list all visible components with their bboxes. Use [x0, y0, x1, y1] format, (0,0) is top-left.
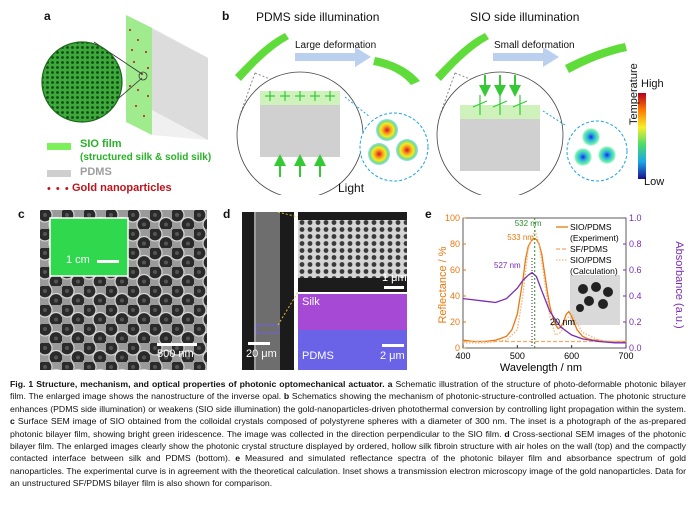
- strip-flat-left: [235, 33, 289, 81]
- x-tick-label: 400: [455, 351, 470, 361]
- c-inset-scale: 1 cm: [66, 254, 90, 266]
- d-left-scale: 20 μm: [246, 348, 277, 360]
- c-scalebar: [157, 343, 197, 346]
- panel-c-sem: [40, 210, 207, 370]
- figure-caption: Fig. 1 Structure, mechanism, and optical…: [10, 378, 686, 490]
- d-pdms-label: PDMS: [302, 350, 334, 362]
- colorbar-low: Low: [644, 176, 665, 188]
- gold-nanoparticle-dots: [129, 29, 149, 117]
- caption-d-label: d: [504, 428, 510, 439]
- y-left-tick-label: 60: [450, 265, 460, 275]
- caption-title: Fig. 1 Structure, mechanism, and optical…: [10, 379, 385, 389]
- panel-label-c: c: [18, 207, 25, 221]
- c-scale: 500 nm: [157, 348, 194, 360]
- series-line-sio-pdms-experiment-: [462, 238, 626, 343]
- y-left-tick-label: 40: [450, 291, 460, 301]
- panel-a-schematic: [41, 15, 208, 140]
- caption-b-label: b: [283, 391, 290, 402]
- y-right-tick-label: 0.0: [629, 343, 642, 353]
- panel-label-d: d: [223, 207, 231, 221]
- d-top-scale: 1 μm: [382, 272, 407, 284]
- x-tick-label: 600: [564, 351, 579, 361]
- d-bottom-scale: 2 μm: [380, 350, 405, 362]
- y-right-tick-label: 1.0: [629, 213, 642, 223]
- y-left-tick-label: 100: [445, 213, 460, 223]
- panel-b-schematic: [235, 33, 646, 195]
- legend-sio-detail: (structured silk & solid silk): [80, 152, 212, 163]
- y-left-tick-label: 0: [455, 343, 460, 353]
- b-right-title: SIO side illumination: [470, 10, 580, 24]
- y-left-tick-label: 80: [450, 239, 460, 249]
- legend-entry: SIO/PDMS: [570, 222, 612, 232]
- legend-entry: SIO/PDMS: [570, 255, 612, 265]
- b-left-title: PDMS side illumination: [256, 10, 380, 24]
- d-top-scalebar: [384, 286, 404, 289]
- annot-527: 527 nm: [494, 261, 521, 270]
- legend-swatch-pdms: [47, 170, 71, 177]
- caption-e-text: Measured and simulated reflectance spect…: [10, 453, 686, 489]
- caption-e-label: e: [235, 453, 241, 464]
- c-inset-scalebar: [97, 260, 119, 263]
- x-tick-label: 700: [618, 351, 633, 361]
- annot-533: 533 nm: [507, 233, 534, 242]
- caption-a-text: Schematic illustration of the structure …: [10, 379, 686, 402]
- d-bottom-scalebar: [382, 344, 404, 347]
- y-right-tick-label: 0.6: [629, 265, 642, 275]
- legend-entry: SF/PDMS: [570, 244, 608, 254]
- e-ylabel-left: Reflectance / %: [437, 246, 449, 323]
- panel-label-b: b: [222, 9, 230, 23]
- green-film-inset: [49, 217, 129, 277]
- strip-bent-left: [373, 57, 420, 85]
- panel-label-a: a: [44, 9, 51, 23]
- y-right-tick-label: 0.4: [629, 291, 642, 301]
- inverse-opal-magnified: [41, 41, 123, 123]
- legend-pdms: PDMS: [80, 166, 112, 178]
- b-light-label: Light: [338, 181, 365, 195]
- y-left-tick-label: 20: [450, 317, 460, 327]
- e-ylabel-right: Absorbance (a.u.): [673, 241, 685, 328]
- legend-gold-dots: • • •: [47, 183, 70, 195]
- panel-e-chart: 400 500 600 700 0 20 40 60 80 100 0.0 0.2 0.4 0.6 0.8 1…: [437, 213, 685, 374]
- legend-entry: (Calculation): [570, 266, 618, 276]
- series-line-absorbance: [462, 271, 626, 344]
- legend-sio-film: SIO film: [80, 138, 122, 150]
- legend-swatch-sio: [47, 143, 71, 150]
- strip-bent-right: [565, 43, 627, 73]
- caption-a-label: a: [387, 379, 393, 389]
- d-left-scalebar: [248, 342, 270, 345]
- b-right-arrow-label: Small deformation: [494, 40, 575, 51]
- e-xlabel: Wavelength / nm: [500, 362, 582, 374]
- colorbar-title: Temperature: [628, 63, 640, 125]
- colorbar-high: High: [641, 78, 664, 90]
- y-right-tick-label: 0.2: [629, 317, 642, 327]
- annot-532: 532 nm: [515, 219, 542, 228]
- right-heat-zoom: [566, 120, 628, 182]
- arrow-small-deformation: [493, 47, 559, 67]
- caption-b-text: Schematics showing the mechanism of phot…: [10, 391, 686, 414]
- y-right-tick-label: 0.8: [629, 239, 642, 249]
- legend-gold: Gold nanoparticles: [72, 182, 172, 194]
- caption-d-text: Cross-sectional SEM images of the photon…: [10, 428, 686, 464]
- caption-c-label: c: [10, 416, 15, 427]
- temperature-colorbar: [638, 93, 646, 179]
- caption-c-text: Surface SEM image of SIO obtained from t…: [10, 416, 686, 439]
- panel-label-e: e: [425, 207, 432, 221]
- tem-particles: [576, 282, 613, 312]
- x-tick-label: 500: [510, 351, 525, 361]
- tem-scale-label: 20 nm: [550, 317, 575, 327]
- arrow-large-deformation: [295, 47, 371, 67]
- b-left-arrow-label: Large deformation: [295, 40, 377, 51]
- strip-flat-right: [435, 33, 489, 81]
- legend-entry: (Experiment): [570, 233, 619, 243]
- d-silk-label: Silk: [302, 296, 320, 308]
- panel-d-sem: [242, 212, 407, 370]
